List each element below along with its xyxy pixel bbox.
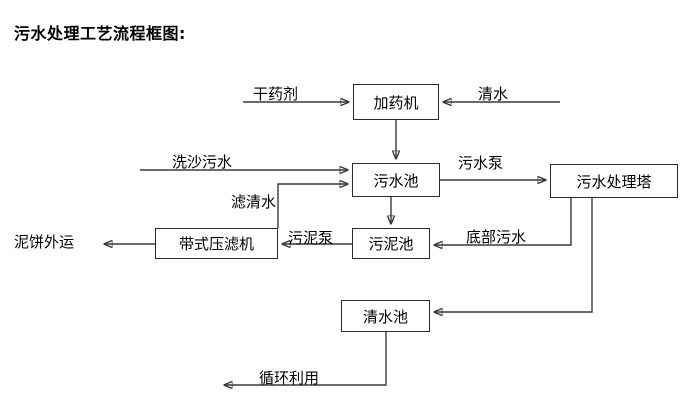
- page-title: 污水处理工艺流程框图:: [14, 24, 186, 43]
- node-label-clear-water-pool: 清水池: [362, 307, 408, 326]
- terminal-clean-water-input: 清水: [478, 85, 509, 103]
- wire-clear-water-pool-recycle: [224, 332, 387, 385]
- wire-filtered-water-to-sewage-pool: [277, 184, 348, 228]
- terminal-sand-wash-input: 洗沙污水: [172, 153, 233, 171]
- node-label-sewage-pool: 污水池: [373, 171, 419, 190]
- edge-label-recycle-reuse: 循环利用: [259, 369, 320, 387]
- node-label-treatment-tower: 污水处理塔: [576, 172, 652, 191]
- node-dosing-machine[interactable]: 加药机: [353, 84, 439, 120]
- terminal-mud-cake-output: 泥饼外运: [14, 233, 75, 251]
- edge-label-sewage-pump: 污水泵: [458, 154, 504, 172]
- wire-tower-bottom-sewage-to-sludge-pool: [434, 198, 572, 245]
- wire-tower-to-clear-water-pool: [434, 198, 593, 312]
- terminal-dry-chemical-input: 干药剂: [253, 85, 299, 103]
- node-sewage-pool[interactable]: 污水池: [352, 163, 440, 197]
- edge-label-bottom-sewage: 底部污水: [466, 228, 527, 246]
- node-label-sludge-pool: 污泥池: [368, 235, 414, 253]
- node-treatment-tower[interactable]: 污水处理塔: [550, 164, 678, 198]
- edge-label-filtered-water: 滤清水: [231, 193, 277, 211]
- node-clear-water-pool[interactable]: 清水池: [341, 300, 430, 332]
- edge-label-sludge-pump: 污泥泵: [288, 229, 334, 247]
- node-sludge-pool[interactable]: 污泥池: [352, 228, 430, 259]
- node-label-belt-filter-press: 带式压滤机: [178, 235, 254, 253]
- node-label-dosing-machine: 加药机: [373, 93, 419, 112]
- node-belt-filter-press[interactable]: 带式压滤机: [155, 228, 278, 259]
